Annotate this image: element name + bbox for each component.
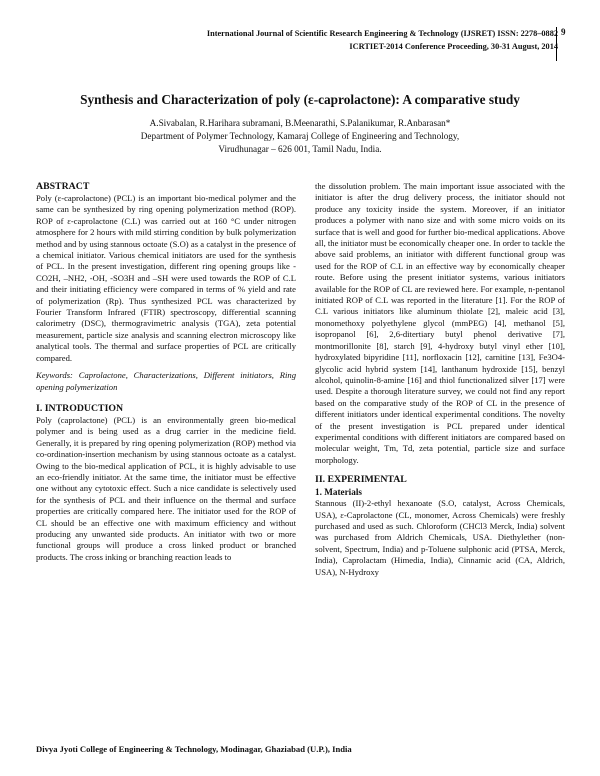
materials-text: Stannous (II)-2-ethyl hexanoate (S.O, ca… <box>315 498 565 577</box>
journal-header: International Journal of Scientific Rese… <box>207 27 558 53</box>
introduction-text: Poly (caprolactone) (PCL) is an environm… <box>36 414 296 562</box>
left-column: ABSTRACT Poly (ε-caprolactone) (PCL) is … <box>36 181 296 563</box>
conference-line: ICRTIET-2014 Conference Proceeding, 30-3… <box>349 42 558 52</box>
author-block: A.Sivabalan, R.Harihara subramani, B.Mee… <box>0 117 600 156</box>
keywords: Keywords: Caprolactone, Characterization… <box>36 370 296 392</box>
right-column: the dissolution problem. The main import… <box>315 181 565 578</box>
abstract-text: Poly (ε-caprolactone) (PCL) is an import… <box>36 193 296 363</box>
author-address: Virudhunagar – 626 001, Tamil Nadu, Indi… <box>218 144 382 154</box>
abstract-heading: ABSTRACT <box>36 181 90 192</box>
author-names: A.Sivabalan, R.Harihara subramani, B.Mee… <box>149 118 451 128</box>
experimental-heading: II. EXPERIMENTAL <box>315 474 407 486</box>
page-number: 9 <box>556 27 574 61</box>
journal-line: International Journal of Scientific Rese… <box>206 29 558 38</box>
materials-heading: 1. Materials <box>315 487 362 498</box>
author-affiliation: Department of Polymer Technology, Kamara… <box>140 131 460 141</box>
page-footer: Divya Jyoti College of Engineering & Tec… <box>36 744 352 754</box>
introduction-text-continued: the dissolution problem. The main import… <box>315 181 565 465</box>
paper-title: Synthesis and Characterization of poly (… <box>80 92 520 107</box>
introduction-heading: I. INTRODUCTION <box>36 402 124 414</box>
